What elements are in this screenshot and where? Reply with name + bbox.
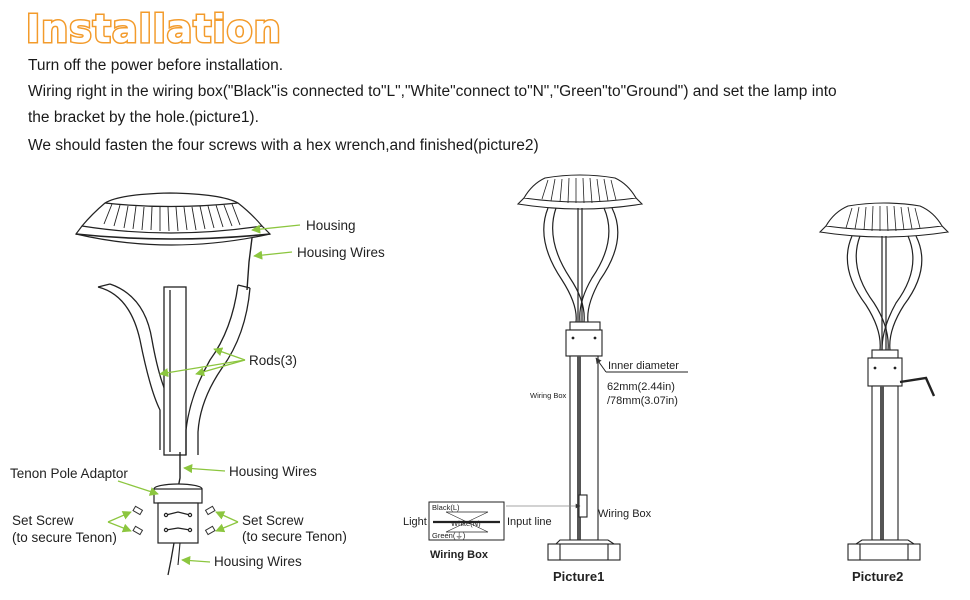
label-housing-wires-bottom: Housing Wires — [214, 554, 302, 569]
label-black-l: Black(L) — [432, 503, 460, 512]
instruction-line-4: We should fasten the four screws with a … — [28, 137, 539, 154]
label-set-screw-right-note: (to secure Tenon) — [242, 529, 347, 544]
set-screw-icon — [132, 505, 216, 536]
rod-icon — [97, 283, 251, 456]
housing-wire-top — [246, 237, 253, 291]
instruction-line-3: the bracket by the hole.(picture1). — [28, 109, 259, 126]
rod-icon — [846, 235, 923, 351]
label-green-ground: Green(⏚) — [432, 531, 466, 540]
caption-picture1: Picture1 — [553, 569, 604, 584]
picture2: Picture2 — [818, 202, 950, 584]
label-dim-78mm: /78mm(3.07in) — [607, 395, 678, 407]
lamp-housing-icon — [818, 202, 950, 238]
caption-picture2: Picture2 — [852, 569, 903, 584]
label-wiring-box-caption: Wiring Box — [430, 549, 489, 561]
label-housing-wires-mid: Housing Wires — [229, 464, 317, 479]
label-set-screw-left-note: (to secure Tenon) — [12, 530, 117, 545]
page-title: Installation — [25, 6, 283, 53]
label-set-screw-left: Set Screw — [12, 513, 74, 528]
label-housing-wires-top: Housing Wires — [297, 245, 385, 260]
label-input-line: Input line — [507, 516, 552, 528]
label-rods: Rods(3) — [249, 353, 297, 368]
exploded-view: Housing Housing Wires Rods(3) Housing Wi… — [10, 192, 385, 576]
pole-icon — [569, 355, 599, 541]
label-housing: Housing — [306, 218, 356, 233]
label-white-n: White(N) — [451, 519, 481, 528]
wiring-box-inset: Black(L) White(N) Green(⏚) Light Input l… — [403, 501, 581, 561]
label-dim-62mm: 62mm(2.44in) — [607, 381, 675, 393]
pole-icon — [871, 385, 899, 541]
label-light: Light — [403, 516, 427, 528]
lamp-housing-icon — [516, 174, 644, 210]
picture1: Inner diameter 62mm(2.44in) /78mm(3.07in… — [403, 174, 688, 584]
hex-wrench-icon — [899, 376, 936, 397]
label-wiring-box-pole: Wiring Box — [530, 391, 567, 400]
instruction-line-1: Turn off the power before installation. — [28, 57, 284, 74]
label-wiring-box-side: Wiring Box — [598, 508, 652, 520]
label-tenon-pole-adaptor: Tenon Pole Adaptor — [10, 466, 128, 481]
base-icon — [547, 539, 621, 561]
instruction-line-2: Wiring right in the wiring box("Black"is… — [28, 83, 837, 100]
label-set-screw-right: Set Screw — [242, 513, 304, 528]
base-icon — [847, 539, 921, 561]
rod-icon — [543, 207, 619, 323]
lamp-housing-icon — [74, 192, 272, 246]
tenon-adaptor-icon — [153, 483, 203, 544]
label-inner-diameter: Inner diameter — [608, 360, 679, 372]
